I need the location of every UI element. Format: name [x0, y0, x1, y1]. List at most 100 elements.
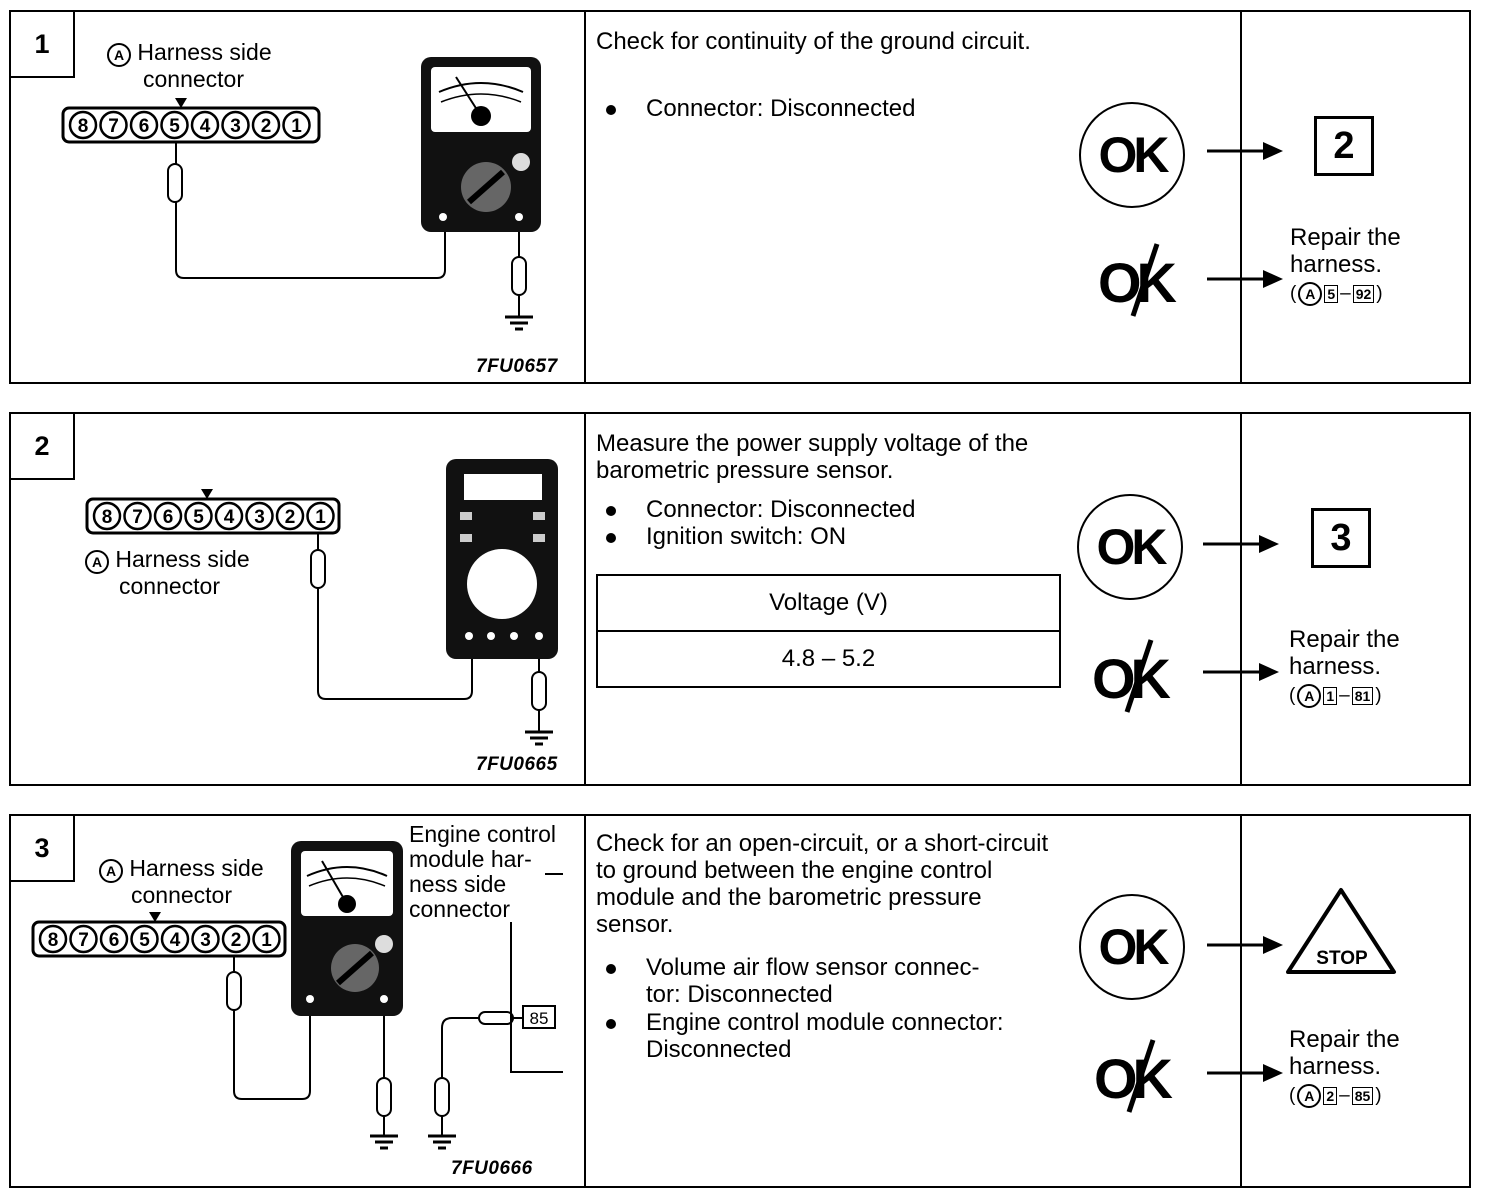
arrow-right-icon: [1207, 1064, 1283, 1082]
svg-text:OK: OK: [1099, 919, 1170, 975]
connector-pin-label: 6: [163, 507, 174, 528]
figure-code: 7FU0666: [451, 1158, 533, 1179]
arrow-right-icon: [1203, 663, 1279, 681]
connector-pin: [306, 501, 335, 531]
connector-pin-label: 7: [108, 116, 119, 137]
connector-pin: [221, 110, 250, 140]
ok-icon: OK: [1079, 894, 1185, 1000]
ecm-connector-label: Engine control module har- ness side con…: [409, 821, 557, 922]
connector-pin-label: 8: [102, 507, 113, 528]
digital-multimeter-icon: [446, 459, 558, 659]
connector-pin: [153, 501, 183, 531]
svg-text:OK: OK: [1097, 519, 1168, 575]
not-ok-icon: OK: [1094, 1039, 1178, 1113]
connector-pin-label: 5: [169, 116, 180, 137]
arrow-right-icon: [1207, 936, 1283, 954]
connector-a-marker: A: [85, 550, 109, 574]
connector-pin-label: 8: [78, 116, 89, 137]
connector-pin: [92, 501, 122, 531]
not-ok-icon: OK: [1092, 639, 1176, 713]
probe-icon: [310, 549, 326, 589]
harness-side-connector-label: A Harness side connector: [85, 547, 250, 599]
instruction-text: Check for continuity of the ground circu…: [596, 28, 1031, 55]
connector-pin: [69, 924, 98, 954]
connector-pin: [99, 924, 129, 954]
connector-pin: [251, 110, 281, 140]
connector-pin: [123, 501, 152, 531]
connector-pin: [191, 924, 220, 954]
figure-code: 7FU0665: [476, 754, 558, 775]
ecm-pin-box: [522, 1005, 556, 1029]
connector-pin: [221, 924, 251, 954]
connector-pin: [129, 110, 159, 140]
stop-triangle-icon: STOP: [1286, 888, 1396, 974]
bullet-dot-icon: [606, 964, 616, 974]
harness-side-connector-label: A Harness side connector: [99, 856, 264, 908]
connector-pin-label: 7: [78, 930, 89, 951]
connector-pin: [160, 924, 190, 954]
arrow-right-icon: [1203, 535, 1279, 553]
ok-icon: OK: [1079, 102, 1185, 208]
connector-pin-label: 2: [285, 507, 296, 528]
probe-icon: [226, 971, 242, 1011]
connector-pin-label: 2: [261, 116, 272, 137]
connector-a-marker: A: [99, 859, 123, 883]
connector-pin-label: 4: [170, 930, 181, 951]
pin-marker-triangle: [201, 489, 213, 499]
bullet-dot-icon: [606, 506, 616, 516]
probe-icon: [434, 1077, 450, 1117]
bullet-dot-icon: [606, 105, 616, 115]
connector-pin-label: 3: [200, 930, 211, 951]
pin-marker-triangle: [149, 912, 161, 922]
arrow-right-icon: [1207, 270, 1283, 288]
table-header: Voltage (V): [598, 576, 1059, 632]
connector-pin: [184, 501, 213, 531]
connector-pin-label: 8: [48, 930, 59, 951]
connector-pin: [130, 924, 159, 954]
analog-multimeter-icon: [421, 57, 541, 232]
step-number: 2: [11, 414, 75, 480]
connector-pin-label: 4: [200, 116, 211, 137]
instruction-text: Check for an open-circuit, or a short-ci…: [596, 830, 1049, 938]
analog-multimeter-icon: [291, 841, 403, 1016]
connector-pin: [214, 501, 244, 531]
voltage-spec-table: Voltage (V) 4.8 – 5.2: [596, 574, 1061, 688]
arrow-right-icon: [1207, 142, 1283, 160]
connector-pin-label: 5: [193, 507, 204, 528]
svg-text:STOP: STOP: [1316, 948, 1368, 969]
connector-pin: [245, 501, 274, 531]
bullet-dot-icon: [606, 533, 616, 543]
connector-pin: [252, 924, 281, 954]
svg-text:OK: OK: [1099, 127, 1170, 183]
svg-text:85: 85: [530, 1009, 549, 1028]
connector-pin-label: 4: [224, 507, 235, 528]
connector-a-marker: A: [107, 43, 131, 67]
ground-icon: [428, 1134, 456, 1150]
figure-code: 7FU0657: [476, 356, 558, 377]
probe-icon: [478, 1011, 514, 1025]
bullet-dot-icon: [606, 1019, 616, 1029]
next-step-box[interactable]: 2: [1314, 116, 1374, 176]
connector-pin-label: 1: [315, 507, 326, 528]
ground-icon: [525, 730, 553, 746]
probe-icon: [511, 256, 527, 296]
connector-pin: [68, 110, 98, 140]
next-step-box[interactable]: 3: [1311, 508, 1371, 568]
step-number: 1: [11, 12, 75, 78]
